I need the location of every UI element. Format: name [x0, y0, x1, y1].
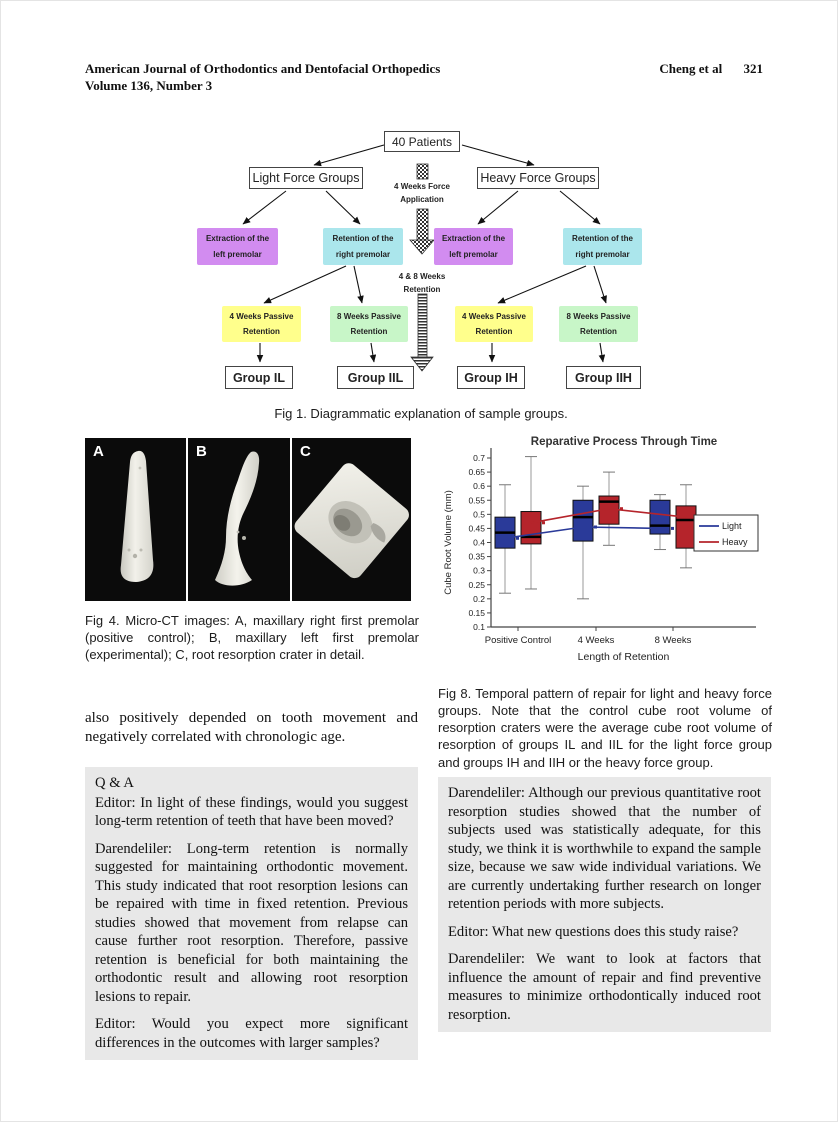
- flowchart-box-passive4-light: 4 Weeks Passive Retention: [222, 306, 301, 342]
- flowchart-box-retention-right-2: Retention of the right premolar: [563, 228, 642, 265]
- citation: Cheng et al: [659, 61, 723, 76]
- fig8-caption: Fig 8. Temporal pattern of repair for li…: [438, 686, 772, 770]
- flowchart-box-group-iil: Group IIL: [337, 366, 414, 389]
- svg-text:0.25: 0.25: [468, 580, 485, 590]
- flowchart-box-group-iih: Group IIH: [566, 366, 641, 389]
- svg-text:Reparative Process Through Tim: Reparative Process Through Time: [531, 436, 717, 448]
- qa-right-paragraphs: Darendeliler: Although our previous quan…: [448, 784, 761, 1024]
- flowchart-arrows: [242, 144, 607, 372]
- resorption-crater-image-c: [294, 463, 409, 579]
- microct-panel-b: B: [188, 438, 290, 601]
- qa-left-paragraphs: Editor: In light of these findings, woul…: [95, 794, 408, 1053]
- flowchart-box-extraction-left-2: Extraction of the left premolar: [434, 228, 513, 265]
- svg-text:8 Weeks: 8 Weeks: [655, 635, 692, 646]
- flowchart-box-group-ih: Group IH: [457, 366, 525, 389]
- panel-label-a: A: [93, 443, 104, 460]
- svg-text:0.6: 0.6: [473, 481, 485, 491]
- microct-panel-c: C: [292, 438, 411, 601]
- fig1-flowchart: 40 Patients Light Force Groups Heavy For…: [186, 129, 666, 397]
- flowchart-label-force-application: 4 Weeks Force Application: [394, 182, 450, 204]
- flowchart-box-heavy-force: Heavy Force Groups: [477, 167, 599, 189]
- svg-text:0.35: 0.35: [468, 552, 485, 562]
- flowchart-box-40-patients: 40 Patients: [384, 131, 460, 152]
- journal-volume: Volume 136, Number 3: [85, 77, 213, 93]
- striped-arrow: [410, 293, 434, 372]
- checkered-arrow: [409, 163, 435, 255]
- tooth-root-image-a: [120, 450, 154, 582]
- qa-paragraph: Darendeliler: Long-term retention is nor…: [95, 840, 408, 1005]
- page-header: American Journal of Orthodontics and Den…: [85, 61, 763, 95]
- svg-text:Heavy: Heavy: [722, 537, 748, 547]
- boxplot-chart: Reparative Process Through Time 0.1 0.15 0.…: [443, 436, 759, 663]
- flowchart-box-passive8-light: 8 Weeks Passive Retention: [330, 306, 408, 342]
- fig4-microct-images: A B: [85, 438, 413, 601]
- flowchart-box-passive8-heavy: 8 Weeks Passive Retention: [559, 306, 638, 342]
- svg-text:0.1: 0.1: [473, 622, 485, 632]
- qa-paragraph: Darendeliler: Although our previous quan…: [448, 785, 761, 913]
- qa-paragraph: Editor: Would you expect more significan…: [95, 1016, 408, 1051]
- qa-box-right: Darendeliler: Although our previous quan…: [438, 777, 771, 1033]
- fig1-caption: Fig 1. Diagrammatic explanation of sampl…: [274, 406, 568, 421]
- flowchart-box-group-il: Group IL: [225, 366, 293, 389]
- svg-text:0.15: 0.15: [468, 608, 485, 618]
- qa-paragraph: Editor: In light of these findings, woul…: [95, 794, 408, 830]
- tooth-root-image-b: [215, 451, 260, 586]
- svg-text:0.2: 0.2: [473, 594, 485, 604]
- svg-text:Length of Retention: Length of Retention: [578, 651, 670, 663]
- svg-text:0.5: 0.5: [473, 509, 485, 519]
- fig4-caption: Fig 4. Micro-CT images: A, maxillary rig…: [85, 613, 419, 663]
- svg-text:Cube Root Volume (mm): Cube Root Volume (mm): [443, 490, 454, 595]
- qa-paragraph: Editor: What new questions does this stu…: [448, 923, 739, 940]
- flowchart-box-light-force: Light Force Groups: [249, 167, 363, 189]
- journal-title: American Journal of Orthodontics and Den…: [85, 61, 441, 76]
- flowchart-box-extraction-left-1: Extraction of the left premolar: [197, 228, 278, 265]
- svg-text:0.7: 0.7: [473, 453, 485, 463]
- svg-text:0.45: 0.45: [468, 523, 485, 533]
- microct-panel-a: A: [85, 438, 186, 601]
- flowchart-box-retention-right-1: Retention of the right premolar: [323, 228, 403, 265]
- fig8-boxplot: Reparative Process Through Time 0.1 0.15 0.…: [438, 431, 773, 675]
- svg-text:0.55: 0.55: [468, 495, 485, 505]
- flowchart-box-passive4-heavy: 4 Weeks Passive Retention: [455, 306, 533, 342]
- svg-text:0.4: 0.4: [473, 538, 485, 548]
- svg-text:0.65: 0.65: [468, 467, 485, 477]
- page-number: 321: [743, 61, 764, 76]
- qa-heading: Q & A: [95, 775, 134, 791]
- qa-box-left: Q & A Editor: In light of these findings…: [85, 767, 418, 1061]
- svg-text:Light: Light: [722, 521, 742, 531]
- flowchart-label-retention-period: 4 & 8 Weeks Retention: [398, 272, 446, 294]
- qa-paragraph: Darendeliler: We want to look at factors…: [448, 951, 761, 1023]
- running-head: Cheng et al 321: [641, 61, 763, 95]
- body-paragraph: also positively depended on tooth moveme…: [85, 710, 418, 746]
- journal-info: American Journal of Orthodontics and Den…: [85, 61, 440, 95]
- panel-label-c: C: [300, 443, 311, 460]
- svg-text:Positive Control: Positive Control: [485, 635, 552, 646]
- panel-label-b: B: [196, 443, 207, 460]
- svg-text:4 Weeks: 4 Weeks: [578, 635, 615, 646]
- svg-text:0.3: 0.3: [473, 566, 485, 576]
